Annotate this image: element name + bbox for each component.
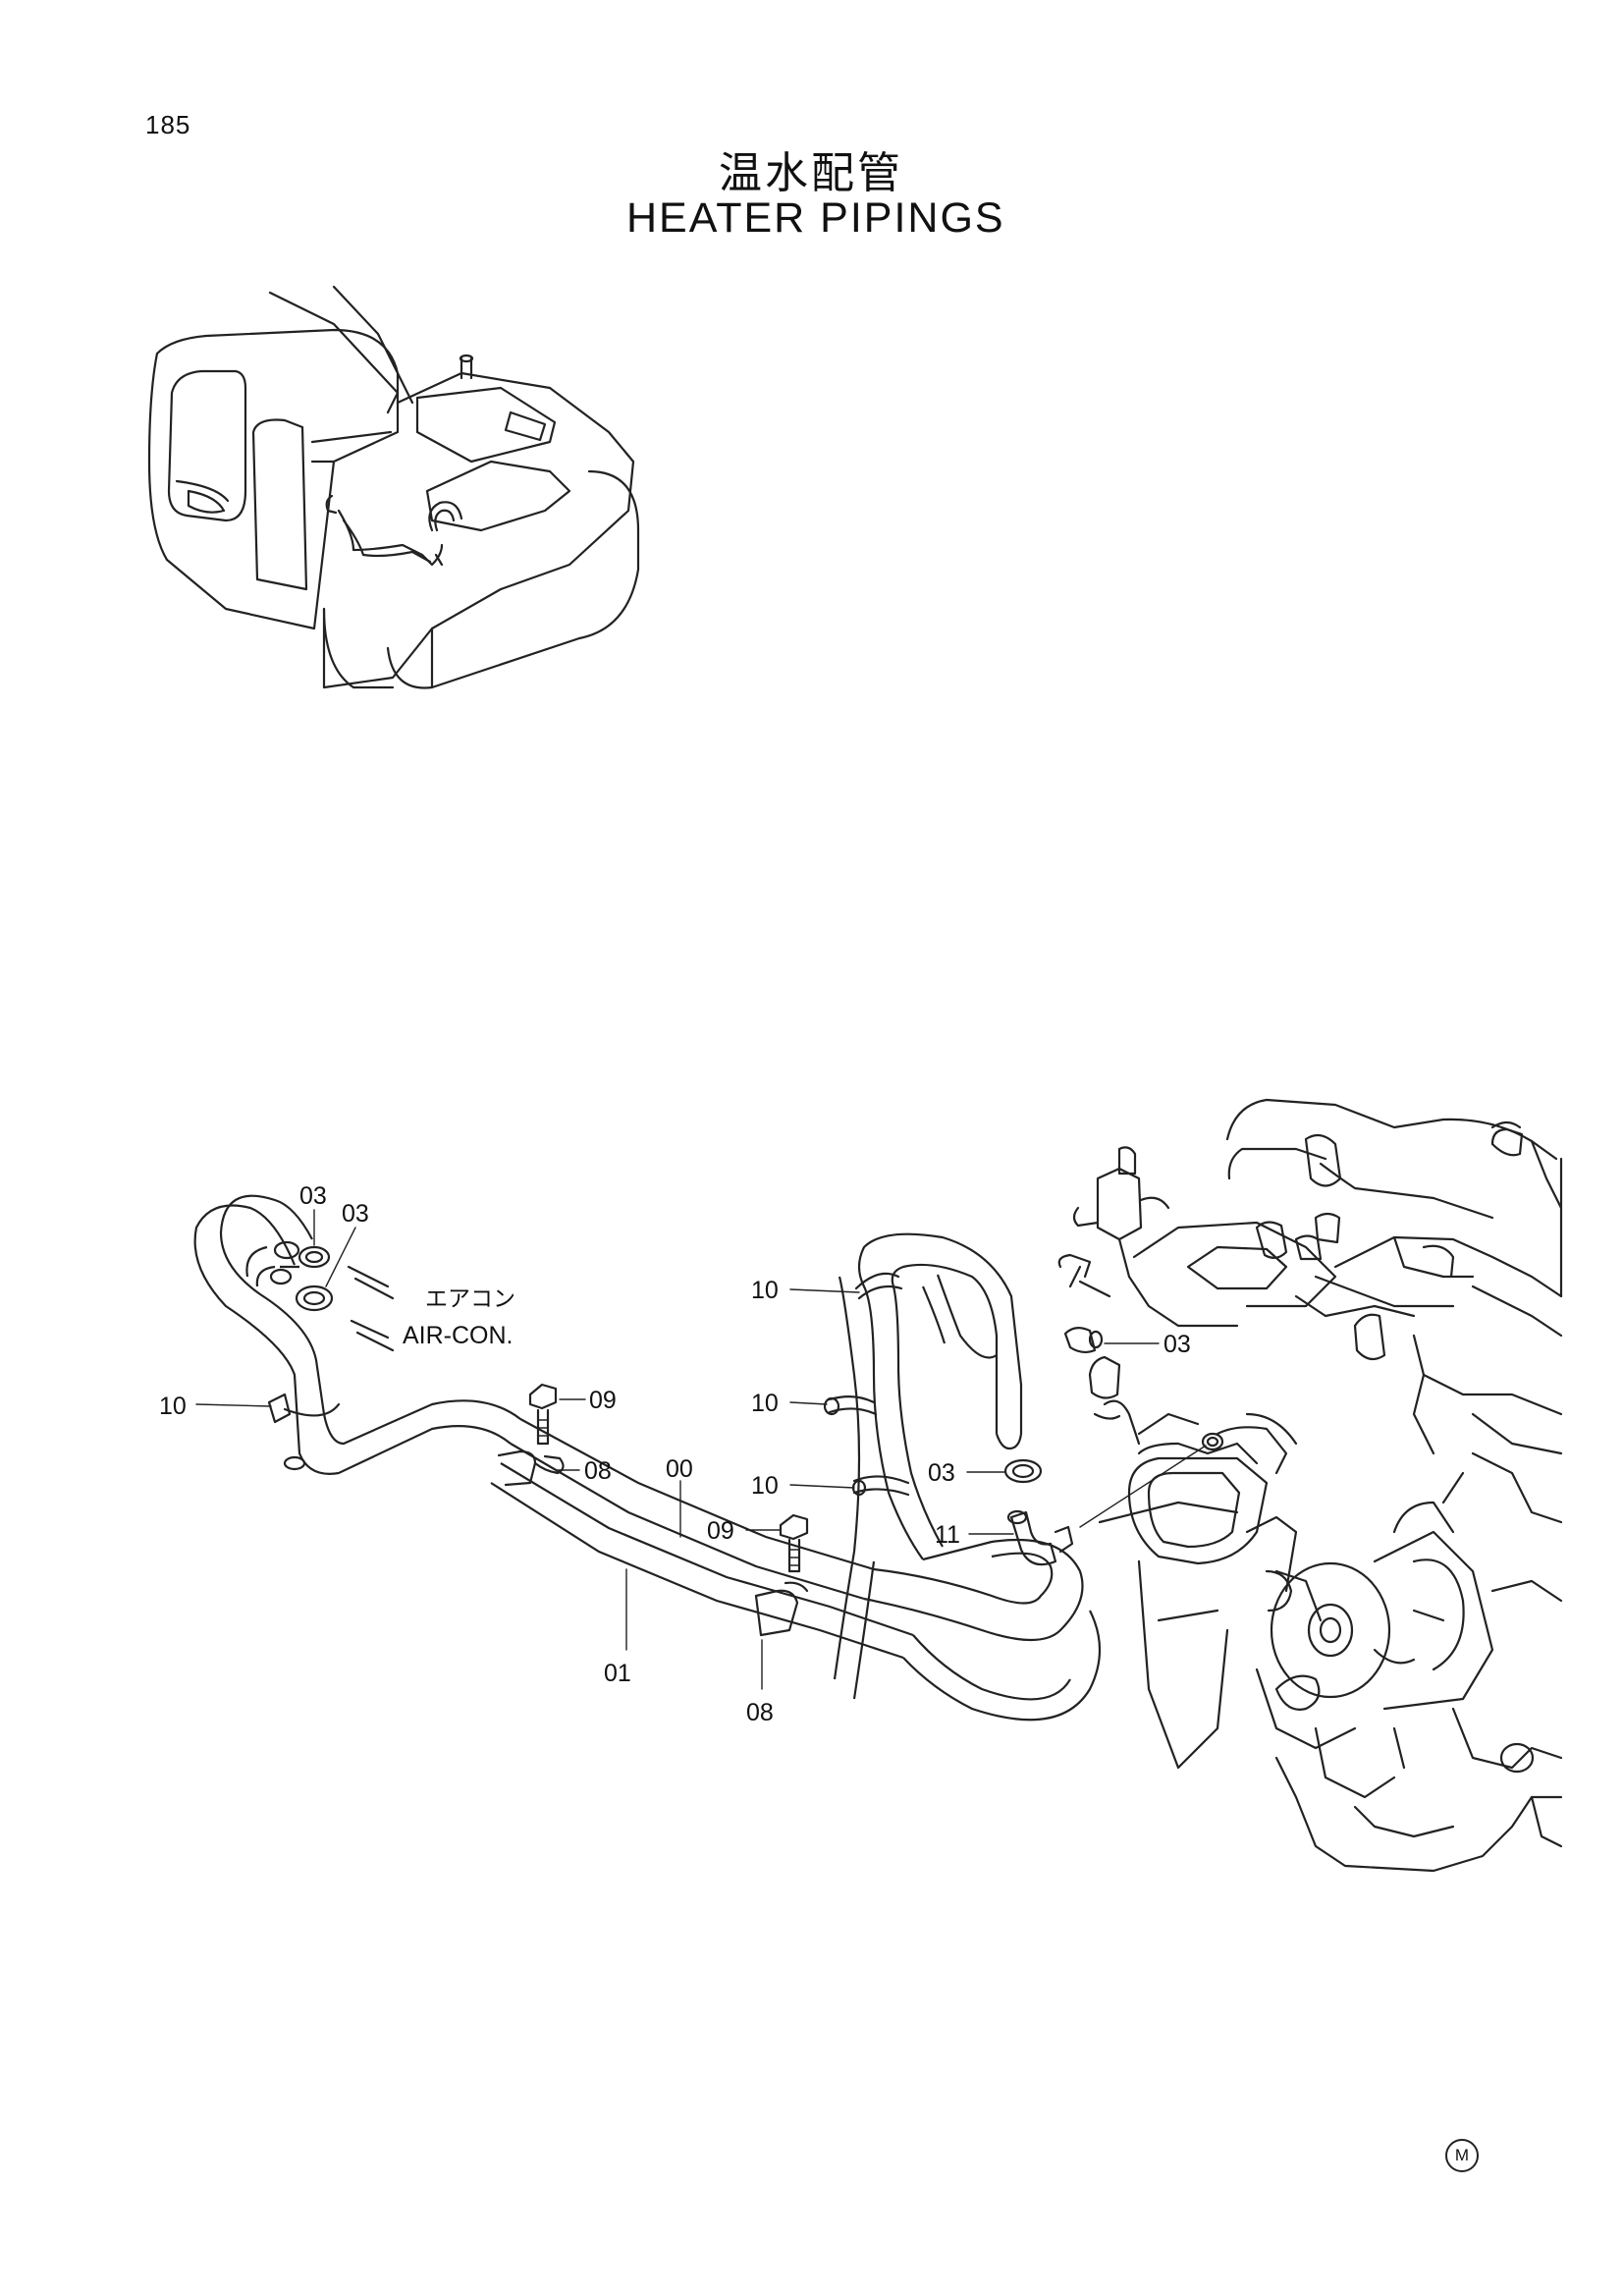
callout-label: 10: [159, 1393, 187, 1420]
callout-label: 08: [746, 1699, 774, 1726]
callout-label: 10: [751, 1390, 779, 1417]
page-title-english: HEATER PIPINGS: [626, 194, 1005, 242]
air-con-label-japanese: エアコン: [425, 1286, 515, 1312]
hardware-parts: [267, 1240, 1224, 1637]
callout-label: 11: [935, 1521, 960, 1549]
callout-labels: 03 03 10 09 08 00 09 01 08 10 10 10 03 0…: [159, 1182, 1191, 1726]
callout-label: 10: [751, 1277, 779, 1304]
engine-illustration: [1057, 1098, 1563, 1873]
callout-label: 03: [928, 1459, 955, 1487]
callout-label: 03: [1163, 1331, 1191, 1358]
air-con-label-english: AIR-CON.: [403, 1322, 514, 1349]
heater-hoses: [193, 1194, 1102, 1722]
callout-label: 01: [604, 1660, 631, 1687]
callout-label: 03: [342, 1200, 369, 1228]
leader-lines: [195, 1209, 1207, 1690]
callout-label: 09: [707, 1517, 734, 1545]
callout-label: 09: [589, 1387, 617, 1414]
callout-label: 10: [751, 1472, 779, 1500]
page-number: 185: [145, 110, 191, 139]
callout-label: 03: [299, 1182, 327, 1210]
page-title-japanese: 温水配管: [719, 148, 903, 198]
callout-label: 00: [666, 1455, 693, 1483]
excavator-overview-illustration: [147, 285, 640, 689]
manufacturer-mark: M: [1445, 2139, 1479, 2172]
callout-label: 08: [584, 1457, 612, 1485]
